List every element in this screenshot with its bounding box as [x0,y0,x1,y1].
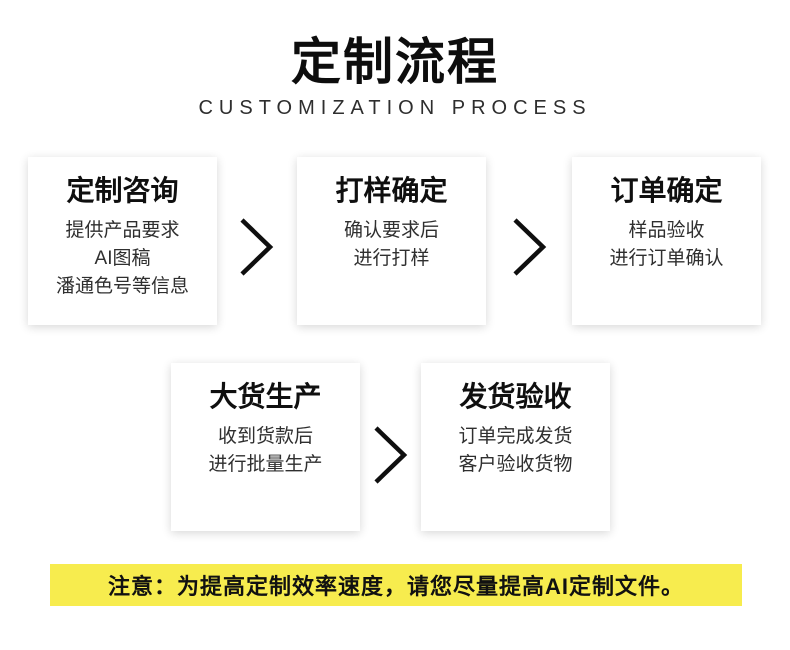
step-title: 定制咨询 [66,175,179,206]
page-subtitle: CUSTOMIZATION PROCESS [198,97,592,119]
step-card-order-confirm: 订单确定 样品验收 进行订单确认 [572,157,761,325]
chevron-right-icon [372,425,408,485]
notice-banner: 注意：为提高定制效率速度，请您尽量提高AI定制文件。 [50,564,742,606]
step-detail: 收到货款后 [217,426,313,447]
step-title: 发货验收 [459,381,572,412]
step-card-sampling: 打样确定 确认要求后 进行打样 [297,157,486,325]
page-title: 定制流程 [291,34,499,90]
step-card-production: 大货生产 收到货款后 进行批量生产 [171,363,360,531]
page-header: 定制流程 CUSTOMIZATION PROCESS [0,32,790,120]
step-detail: 潘通色号等信息 [55,276,189,297]
notice-text: 注意：为提高定制效率速度，请您尽量提高AI定制文件。 [107,574,684,599]
step-title: 大货生产 [209,381,322,412]
step-detail: 样品验收 [628,220,705,241]
chevron-right-icon [511,217,547,277]
step-detail: 确认要求后 [343,220,439,241]
step-title: 打样确定 [335,175,448,206]
step-detail: 进行订单确认 [609,248,724,269]
step-card-consultation: 定制咨询 提供产品要求 AI图稿 潘通色号等信息 [28,157,217,325]
step-detail: 提供产品要求 [65,220,180,241]
step-detail: 客户验收货物 [458,454,573,475]
step-detail: 订单完成发货 [458,426,573,447]
step-detail: 进行批量生产 [208,454,323,475]
step-detail: 进行打样 [353,248,430,269]
step-title: 订单确定 [610,175,723,206]
step-detail: AI图稿 [94,248,151,269]
chevron-right-icon [238,217,274,277]
step-card-delivery: 发货验收 订单完成发货 客户验收货物 [421,363,610,531]
